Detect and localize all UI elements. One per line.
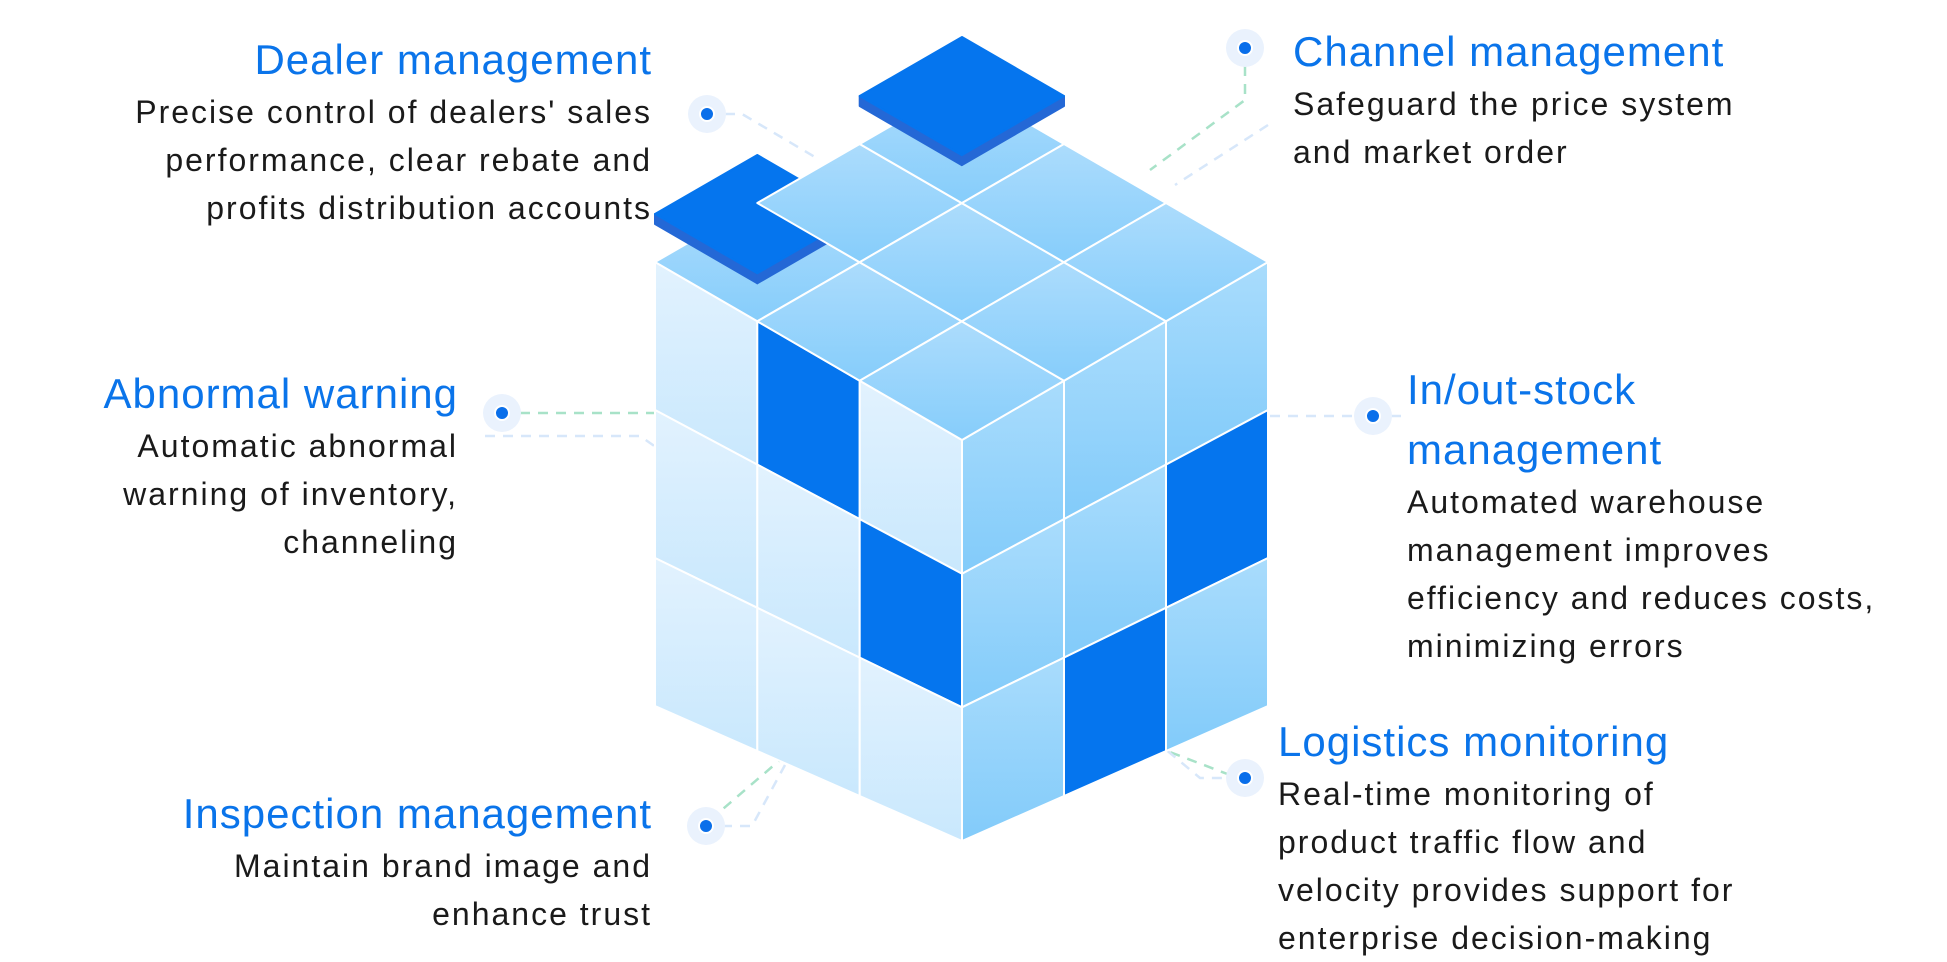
description-line: efficiency and reduces costs, (1407, 580, 1876, 616)
connector-inspection-blue (722, 764, 787, 828)
feature-inout-stock-management: In/out-stock management Automated wareho… (1407, 362, 1875, 670)
description-line: Safeguard the price system (1293, 86, 1735, 122)
cube-tile-light (1165, 557, 1269, 752)
description-line: performance, clear rebate and (165, 142, 652, 178)
feature-description: Automatic abnormal warning of inventory,… (103, 422, 458, 566)
dot-center (1365, 408, 1381, 424)
description-line: Precise control of dealers' sales (135, 94, 652, 130)
connector-dealer (725, 112, 821, 162)
feature-abnormal-warning: Abnormal warning Automatic abnormal warn… (103, 366, 458, 566)
description-line: enterprise decision-making (1278, 920, 1713, 956)
connector-abnormal-blue (485, 434, 661, 452)
channel-dot (1226, 29, 1264, 67)
dot-center (699, 106, 715, 122)
description-line: warning of inventory, (123, 476, 458, 512)
description-line: management improves (1407, 532, 1771, 568)
description-line: Automated warehouse (1407, 484, 1766, 520)
description-line: enhance trust (432, 896, 652, 932)
connector-channel-green (1149, 66, 1247, 172)
title-line: In/out-stock (1407, 366, 1637, 413)
logistics-dot (1226, 759, 1264, 797)
description-line: channeling (283, 524, 458, 560)
inout-dot (1354, 397, 1392, 435)
feature-title: Inspection management (182, 790, 652, 837)
dot-center (698, 818, 714, 834)
rubiks-cube-illustration (654, 36, 1269, 842)
description-line: Maintain brand image and (233, 848, 652, 884)
feature-description: Safeguard the price system and market or… (1293, 80, 1735, 176)
feature-description: Maintain brand image and enhance trust (183, 842, 652, 938)
feature-title: Logistics monitoring (1278, 718, 1670, 765)
dot-center (494, 405, 510, 421)
feature-title: Channel management (1293, 28, 1725, 75)
description-line: and market order (1293, 134, 1569, 170)
inspection-dot (687, 807, 725, 845)
abnormal-dot (483, 394, 521, 432)
description-line: velocity provides support for (1278, 872, 1735, 908)
cube-tile-dark (858, 36, 1065, 157)
connector-inspection-green (709, 759, 781, 821)
dealer-dot (688, 95, 726, 133)
dot-center (1237, 770, 1253, 786)
feature-inspection-management: Inspection management Maintain brand ima… (183, 786, 652, 938)
feature-title: Abnormal warning (103, 370, 458, 417)
connector-channel-blue (1174, 123, 1269, 187)
title-line: management (1407, 426, 1663, 473)
description-line: Automatic abnormal (137, 428, 458, 464)
description-line: minimizing errors (1407, 628, 1685, 664)
description-line: Real-time monitoring of (1278, 776, 1655, 812)
description-line: product traffic flow and (1278, 824, 1648, 860)
feature-description: Automated warehouse management improves … (1407, 478, 1875, 670)
dot-center (1237, 40, 1253, 56)
feature-dealer-management: Dealer management Precise control of dea… (135, 32, 652, 232)
feature-title: Dealer management (254, 36, 652, 83)
feature-channel-management: Channel management Safeguard the price s… (1293, 24, 1735, 176)
feature-description: Precise control of dealers' sales perfor… (135, 88, 652, 232)
cube-tile-light (1062, 202, 1269, 323)
connector-dots (483, 29, 1392, 845)
feature-logistics-monitoring: Logistics monitoring Real-time monitorin… (1278, 714, 1734, 962)
description-line: profits distribution accounts (206, 190, 652, 226)
feature-description: Real-time monitoring of product traffic … (1278, 770, 1734, 962)
feature-title: In/out-stock management (1407, 362, 1875, 478)
